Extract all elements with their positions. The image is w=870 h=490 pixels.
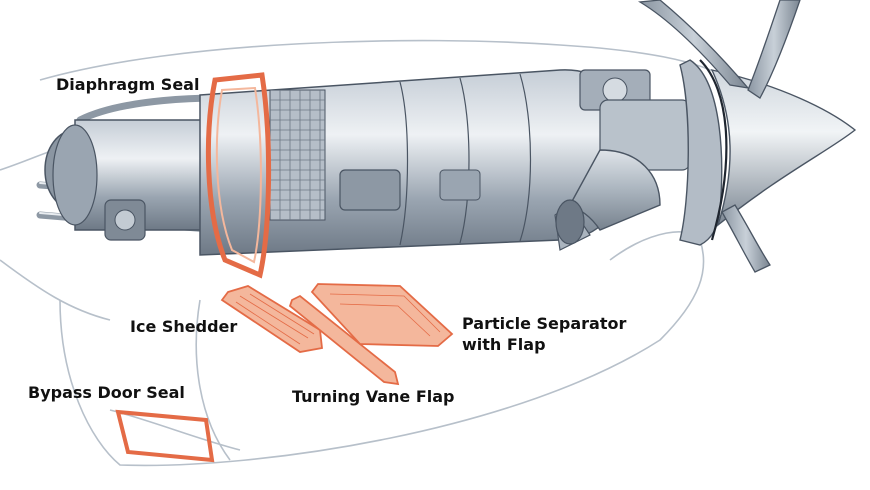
bypass-door-seal-label: Bypass Door Seal — [28, 383, 185, 402]
particle-separator-label: Particle Separator with Flap — [462, 313, 626, 355]
propeller-hub — [679, 59, 857, 246]
propeller — [637, 0, 801, 273]
particle-separator-part — [310, 283, 454, 347]
diaphragm-seal-part — [205, 72, 272, 279]
ice-shedder-part — [220, 285, 323, 353]
diaphragm-seal-label: Diaphragm Seal — [56, 75, 200, 94]
exhaust-duct — [554, 149, 661, 251]
turning-vane-flap-part — [288, 294, 400, 386]
turning-vane-flap-label: Turning Vane Flap — [292, 387, 455, 406]
particle-separator-label-line1: Particle Separator — [462, 314, 627, 333]
bypass-door-seal-part — [115, 409, 215, 463]
ice-shedder-label: Ice Shedder — [130, 317, 238, 336]
particle-separator-label-line2: with Flap — [462, 335, 546, 354]
engine-rear-section — [44, 119, 216, 241]
